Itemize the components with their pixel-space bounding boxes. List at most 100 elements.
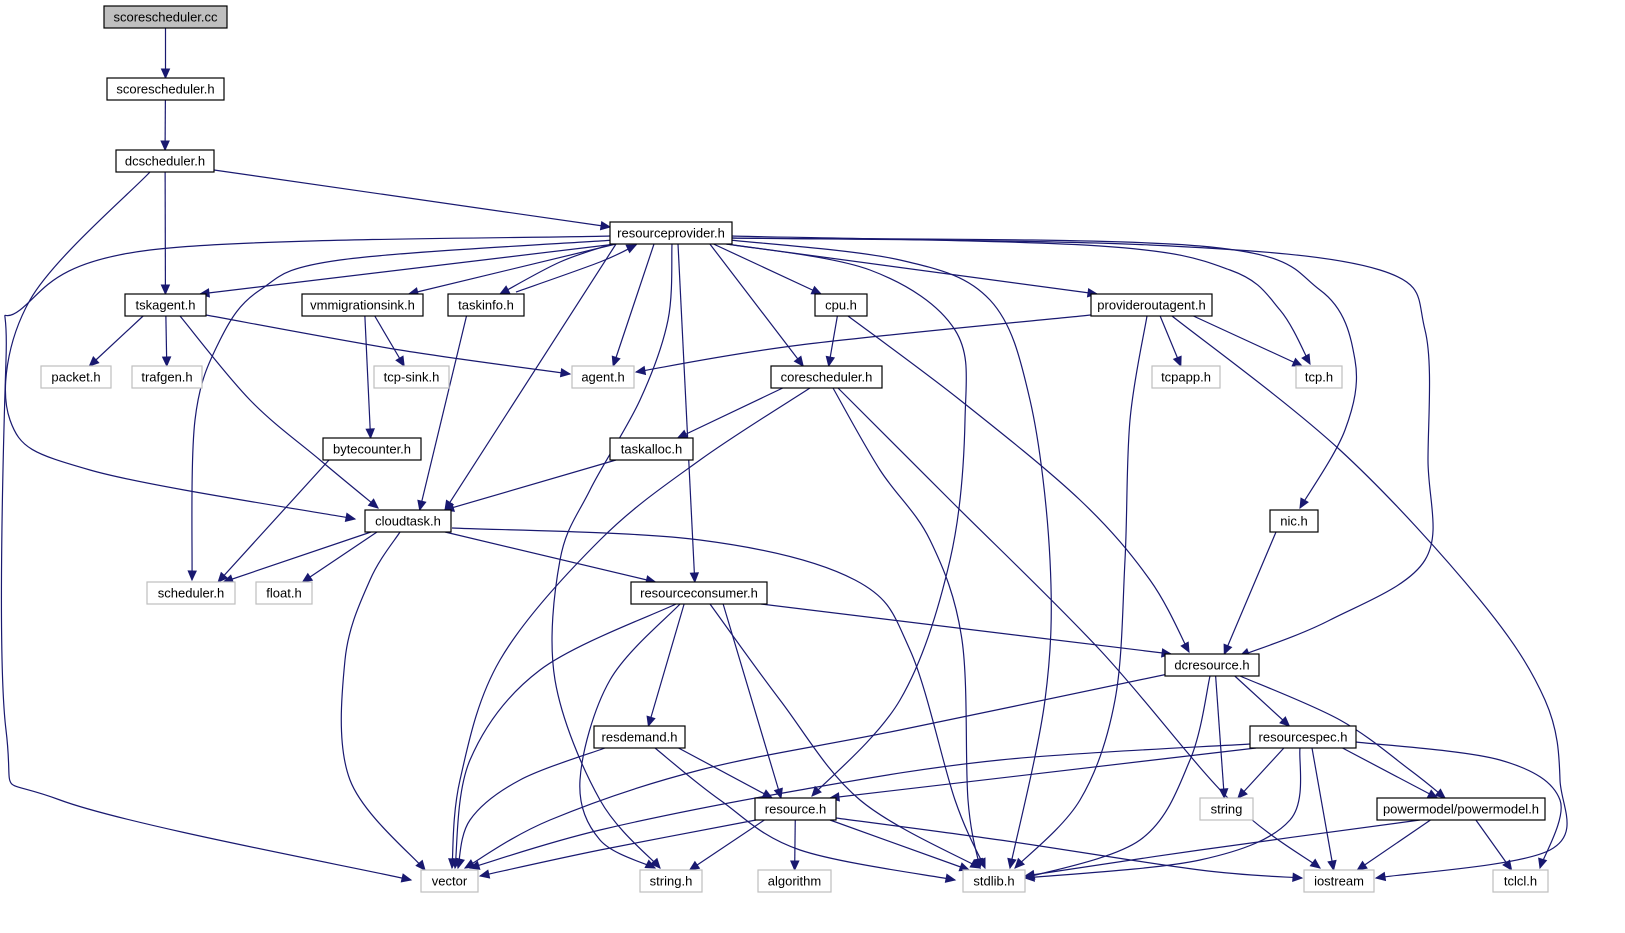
edge-cloudtask_h-to-resourceconsumer_h (444, 531, 657, 585)
arrow-head-icon (1434, 788, 1446, 799)
node-tcp-sink-h[interactable]: tcp-sink.h (373, 365, 450, 389)
node-box (124, 293, 207, 317)
edge-line (464, 673, 1169, 869)
edge-cloudtask_h-to-vector (340, 531, 426, 871)
arrow-head-icon (1237, 787, 1248, 799)
edge-resourceconsumer_h-to-string_h (579, 603, 681, 869)
arrow-head-icon (455, 857, 465, 870)
node-string-h[interactable]: string.h (639, 869, 703, 893)
node-box (770, 365, 883, 389)
node-cpu-h[interactable]: cpu.h (814, 293, 868, 317)
edge-line (408, 243, 617, 295)
edge-line (1024, 747, 1302, 879)
node-box (420, 869, 479, 893)
node-tclcl-h[interactable]: tclcl.h (1492, 869, 1549, 893)
node-label: tcpapp.h (1161, 370, 1211, 385)
nodes-layer: scorescheduler.cc scorescheduler.h dcsched… (40, 5, 1549, 893)
arrow-head-icon (611, 355, 621, 368)
edge-taskinfo_h-to-cloudtask_h (417, 315, 468, 512)
node-label: dcresource.h (1174, 658, 1249, 673)
node-dcscheduler-h[interactable]: dcscheduler.h (115, 149, 215, 173)
node-bytecounter-h[interactable]: bytecounter.h (322, 437, 422, 461)
node-powermodel-h[interactable]: powermodel/powermodel.h (1376, 797, 1546, 821)
node-scorescheduler-cc[interactable]: scorescheduler.cc (103, 5, 228, 29)
node-tcp-h[interactable]: tcp.h (1295, 365, 1343, 389)
node-resdemand-h[interactable]: resdemand.h (593, 725, 686, 749)
node-box (146, 581, 236, 605)
node-label: taskalloc.h (621, 442, 682, 457)
node-resource-h[interactable]: resource.h (754, 797, 837, 821)
node-resourcespec-h[interactable]: resourcespec.h (1249, 725, 1357, 749)
arrow-head-icon (810, 285, 823, 295)
arrow-head-icon (811, 785, 822, 797)
node-trafgen-h[interactable]: trafgen.h (131, 365, 203, 389)
arrow-head-icon (634, 365, 647, 376)
edge-line (647, 603, 685, 727)
edge-line (829, 819, 970, 871)
node-box (255, 581, 313, 605)
edge-line (302, 531, 378, 583)
edge-line (457, 747, 606, 869)
node-algorithm[interactable]: algorithm (757, 869, 832, 893)
node-label: resdemand.h (602, 730, 678, 745)
arrow-head-icon (1218, 788, 1229, 800)
arrow-head-icon (1301, 353, 1311, 366)
edge-resourcespec_h-to-stdlib_h (1023, 747, 1302, 882)
edge-line (1171, 315, 1568, 879)
edge-line (837, 387, 1321, 869)
node-iostream[interactable]: iostream (1303, 869, 1375, 893)
node-scheduler-h[interactable]: scheduler.h (146, 581, 236, 605)
edge-line (340, 531, 426, 871)
node-box (1269, 509, 1319, 533)
node-resourceconsumer-h[interactable]: resourceconsumer.h (630, 581, 768, 605)
node-tcpapp-h[interactable]: tcpapp.h (1151, 365, 1221, 389)
node-nic-h[interactable]: nic.h (1269, 509, 1319, 533)
edge-line (454, 603, 677, 869)
node-tskagent-h[interactable]: tskagent.h (124, 293, 207, 317)
edge-resourceprovider_h-to-vector (0, 235, 611, 883)
arrow-head-icon (1299, 497, 1309, 510)
node-string[interactable]: string (1199, 797, 1254, 821)
node-box (322, 437, 422, 461)
node-packet-h[interactable]: packet.h (40, 365, 112, 389)
arrow-head-icon (689, 572, 700, 584)
node-box (593, 725, 686, 749)
node-corescheduler-h[interactable]: corescheduler.h (770, 365, 883, 389)
node-taskinfo-h[interactable]: taskinfo.h (447, 293, 525, 317)
node-label: scheduler.h (158, 586, 225, 601)
node-box (373, 365, 450, 389)
edge-dcresource_h-to-string (1215, 675, 1229, 800)
arrow-head-icon (161, 356, 172, 368)
arrow-head-icon (498, 285, 511, 295)
node-float-h[interactable]: float.h (255, 581, 313, 605)
node-box (1090, 293, 1213, 317)
edge-line (4, 171, 356, 520)
arrow-head-icon (644, 859, 657, 869)
node-label: corescheduler.h (781, 370, 873, 385)
arrow-head-icon (1291, 357, 1304, 367)
node-resourceprovider-h[interactable]: resourceprovider.h (609, 221, 733, 245)
node-box (609, 437, 694, 461)
node-label: float.h (266, 586, 301, 601)
node-cloudtask-h[interactable]: cloudtask.h (364, 509, 452, 533)
edge-dcresource_h-to-powermodel_h (1239, 675, 1446, 799)
node-vector[interactable]: vector (420, 869, 479, 893)
node-provideroutagent-h[interactable]: provideroutagent.h (1090, 293, 1213, 317)
edge-resourcespec_h-to-powermodel_h (1342, 747, 1439, 799)
arrow-head-icon (1292, 872, 1304, 883)
node-scorescheduler-h[interactable]: scorescheduler.h (106, 77, 225, 101)
edge-resource_h-to-algorithm (790, 819, 800, 872)
node-label: string (1211, 802, 1243, 817)
node-taskalloc-h[interactable]: taskalloc.h (609, 437, 694, 461)
node-agent-h[interactable]: agent.h (571, 365, 635, 389)
node-label: scorescheduler.cc (113, 10, 218, 25)
node-vmmigrationsink-h[interactable]: vmmigrationsink.h (301, 293, 424, 317)
edge-bytecounter_h-to-scheduler_h (217, 459, 330, 583)
edge-vmmigrationsink_h-to-bytecounter_h (364, 315, 375, 440)
node-dcresource-h[interactable]: dcresource.h (1164, 653, 1260, 677)
edge-line (835, 817, 1303, 879)
edge-provideroutagent_h-to-tcpapp_h (1159, 315, 1182, 368)
edge-cpu_h-to-dcresource_h (847, 315, 1190, 654)
edge-tskagent_h-to-packet_h (88, 315, 144, 367)
node-stdlib-h[interactable]: stdlib.h (962, 869, 1026, 893)
